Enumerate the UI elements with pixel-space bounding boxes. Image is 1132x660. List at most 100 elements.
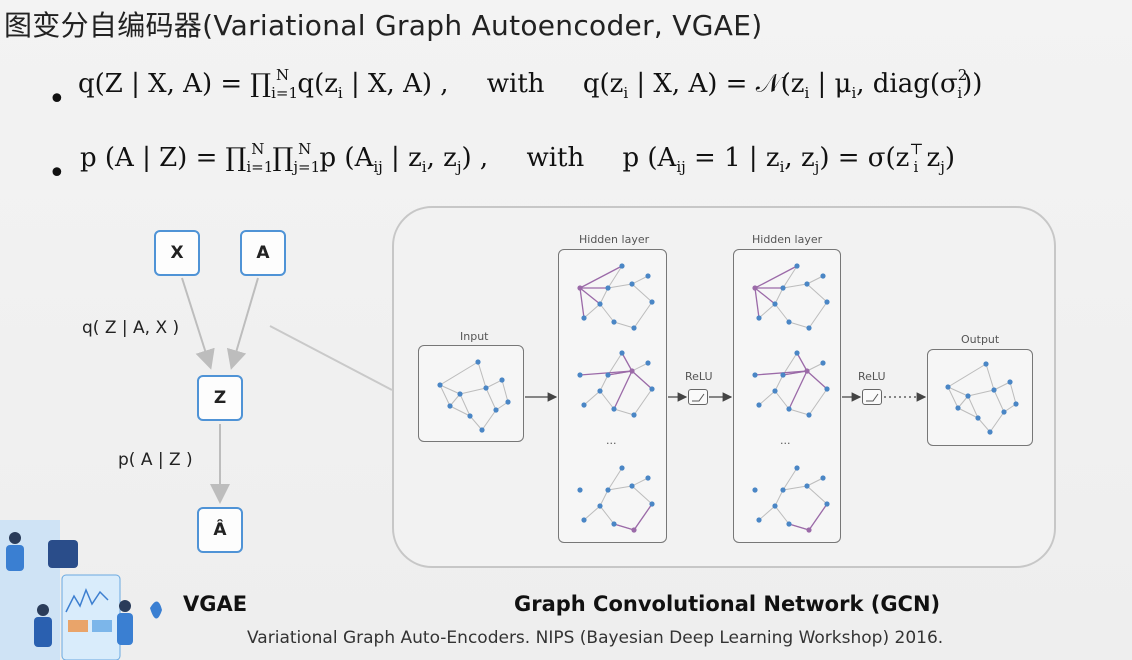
graph-edge-highlight — [621, 352, 633, 372]
graph-node — [577, 487, 583, 493]
bullet-dot: • — [48, 156, 66, 191]
graph-edge — [788, 408, 810, 416]
graph-edge — [806, 362, 824, 372]
graph-edge — [599, 374, 609, 392]
graph-node — [619, 263, 625, 269]
formula-sub: j=1 — [293, 158, 321, 176]
graph-edge — [788, 321, 810, 329]
graph-edge-highlight — [579, 370, 633, 376]
graph-node — [772, 388, 778, 394]
ellipsis-2: ... — [780, 434, 791, 447]
graph-node — [597, 388, 603, 394]
graph-node — [475, 359, 481, 365]
graph-edge — [633, 301, 653, 329]
output-label: Output — [961, 333, 1000, 346]
graph-edge — [631, 477, 649, 487]
graph-edge — [449, 393, 461, 407]
graph-edge-highlight — [788, 370, 808, 410]
graph-edge-highlight — [613, 370, 633, 410]
formula-text: | X, A) = 𝒩(z — [628, 69, 805, 99]
graph-node — [756, 517, 762, 523]
graph-edge-highlight — [806, 370, 828, 390]
graph-edge — [993, 381, 1011, 391]
graph-node — [619, 350, 625, 356]
formula-text: | μ — [809, 69, 852, 99]
formula-sub: i=1 — [271, 84, 299, 102]
graph-node — [752, 487, 758, 493]
graph-edge — [967, 389, 995, 397]
graph-node — [987, 429, 993, 435]
graph-node — [824, 386, 830, 392]
graph-node — [645, 360, 651, 366]
graph-node — [605, 372, 611, 378]
bullet-dot: • — [48, 82, 66, 117]
input-label: Input — [460, 330, 489, 343]
hidden-layer-2-label: Hidden layer — [752, 233, 823, 246]
graph-edge — [774, 489, 784, 507]
graph-edge — [782, 485, 808, 491]
graph-node — [780, 372, 786, 378]
formula-text: q(z — [582, 69, 624, 99]
graph-edge — [631, 275, 649, 285]
graph-node — [804, 368, 810, 374]
graph-edge — [485, 387, 497, 411]
graph-edge — [459, 393, 471, 417]
graph-node — [786, 406, 792, 412]
graph-node — [806, 325, 812, 331]
graph-node — [493, 407, 499, 413]
graph-edge — [607, 352, 623, 376]
graph-edge — [782, 467, 798, 491]
graph-edge — [985, 363, 995, 391]
graph-node — [457, 391, 463, 397]
graph-node — [806, 527, 812, 533]
graph-node — [611, 319, 617, 325]
node-label: Â — [213, 520, 227, 540]
graph-node — [499, 377, 505, 383]
graph-edge — [459, 387, 487, 395]
formula-sub: i — [623, 84, 629, 102]
formula-sup: N — [298, 140, 312, 158]
graph-edge — [957, 407, 979, 419]
graph-node — [804, 483, 810, 489]
page-title: 图变分自编码器(Variational Graph Autoencoder, V… — [4, 9, 763, 42]
arrow-x-to-z — [181, 277, 215, 370]
graph-node — [820, 360, 826, 366]
graph-node — [983, 361, 989, 367]
formula-sub: i — [421, 158, 427, 176]
formula-text: , z — [426, 143, 457, 173]
hidden1-graph-top — [577, 263, 655, 331]
graph-edge-highlight — [631, 370, 653, 390]
graph-node — [756, 315, 762, 321]
graph-node — [581, 517, 587, 523]
graph-node — [611, 521, 617, 527]
graph-edge — [481, 409, 497, 431]
formula-text: , diag(σ — [856, 69, 958, 99]
graph-edge — [806, 283, 828, 303]
graph-edge — [613, 408, 635, 416]
graph-edge-highlight — [754, 370, 808, 376]
graph-edge — [808, 388, 828, 416]
output-graph — [945, 361, 1019, 435]
graph-node — [756, 402, 762, 408]
formula-text: p (A — [311, 143, 374, 173]
node-label: X — [170, 243, 184, 263]
output-panel — [927, 349, 1033, 446]
graph-edge — [599, 303, 615, 323]
graph-edge — [631, 485, 653, 505]
graph-node — [611, 406, 617, 412]
formula-sub: j — [456, 158, 462, 176]
graph-edge — [485, 379, 503, 389]
hidden1-graph-mid — [577, 350, 655, 418]
formula-text: = 1 | z — [685, 143, 780, 173]
formula-sub: ij — [373, 158, 383, 176]
graph-node — [806, 412, 812, 418]
formula-text: , z — [784, 143, 815, 173]
formula-text: p (A — [622, 143, 677, 173]
graph-node — [577, 372, 583, 378]
graph-edge — [599, 505, 615, 525]
hidden-layer-1-panel — [558, 249, 667, 543]
formula-text: q(Z | X, A) = ∏ — [78, 69, 272, 99]
graph-node — [780, 487, 786, 493]
